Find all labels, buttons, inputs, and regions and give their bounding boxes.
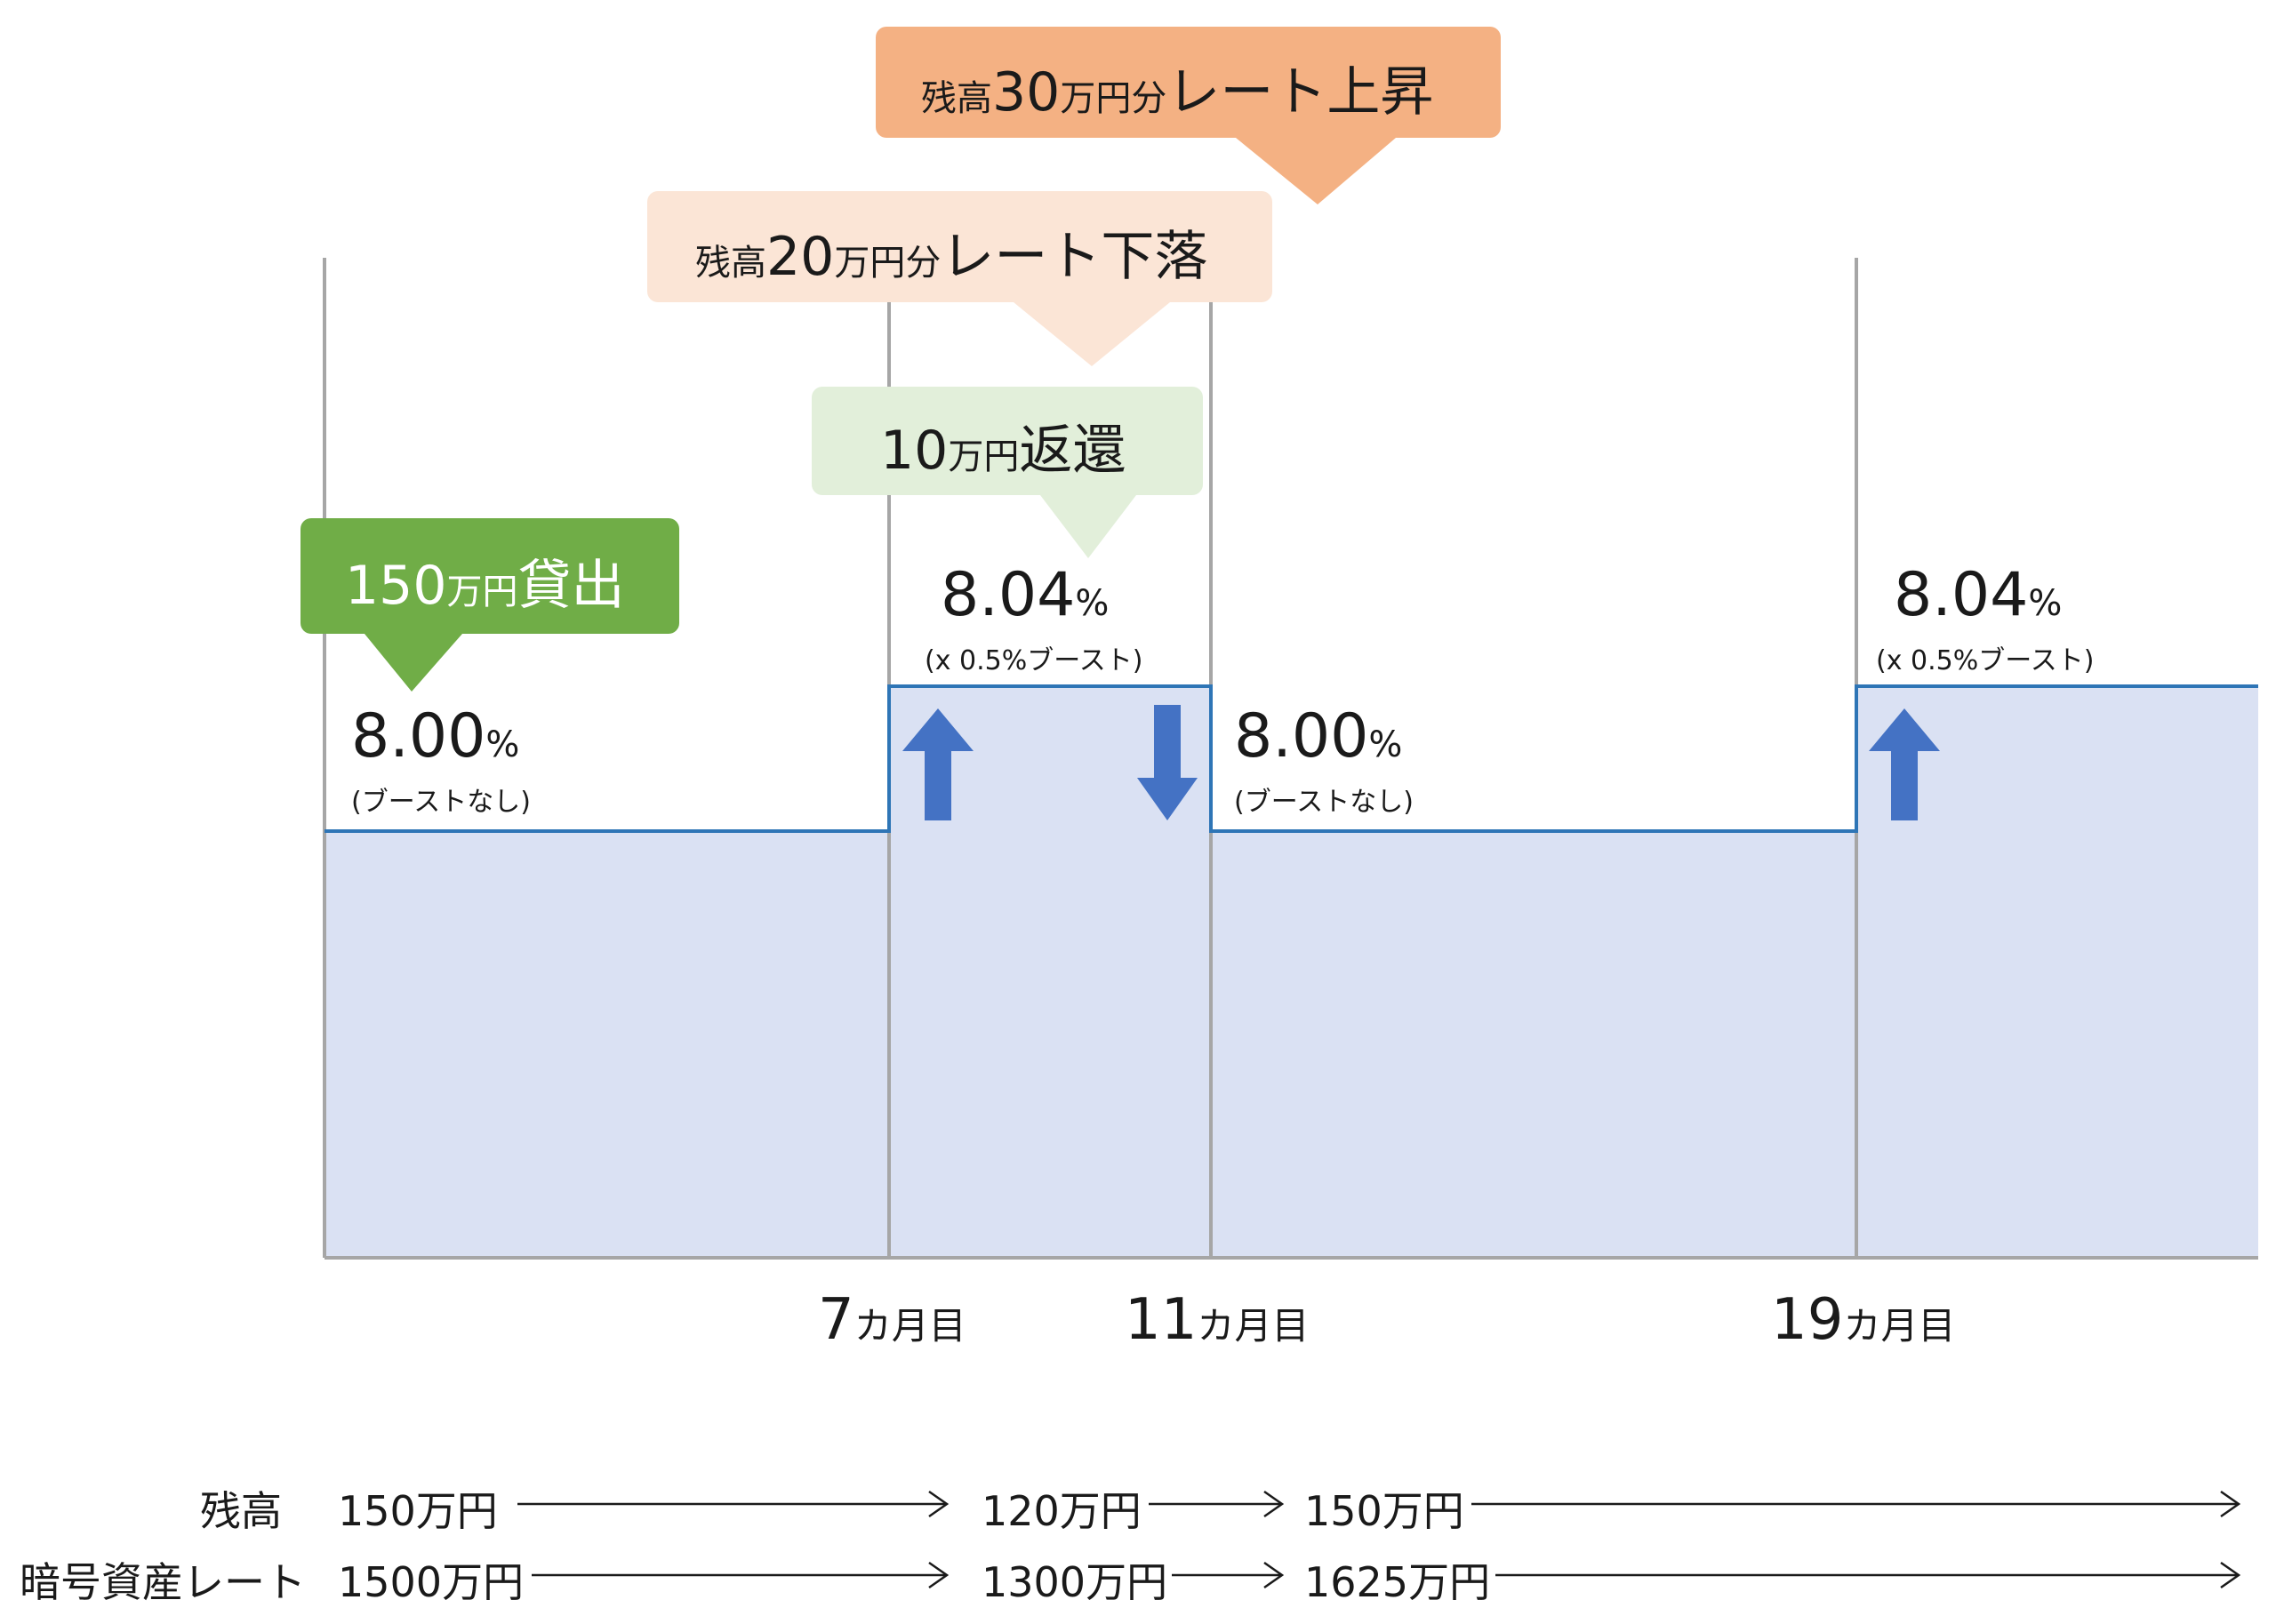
rate-label-4: 8.04% (x 0.5%ブースト) bbox=[1876, 565, 2094, 677]
callout-repay-bubble bbox=[812, 387, 1203, 558]
rate-value: 8.00 bbox=[351, 701, 486, 772]
rate-label-3: 8.00% (ブーストなし) bbox=[1234, 707, 1414, 819]
callout-label: レート下落 bbox=[941, 226, 1208, 288]
month-unit: カ月目 bbox=[1843, 1304, 1956, 1348]
callout-repay-text: 10万円返還 bbox=[880, 407, 1126, 484]
rate-unit: % bbox=[2028, 583, 2063, 624]
month-number: 7 bbox=[818, 1287, 854, 1353]
callout-rate-down-bubble bbox=[647, 191, 1272, 366]
row-label-balance: 残高 bbox=[200, 1487, 282, 1535]
rate-up-arrow-icon bbox=[1869, 708, 1940, 820]
callout-number: 10 bbox=[880, 420, 949, 482]
month-label-11: 11カ月目 bbox=[1125, 1287, 1309, 1353]
crypto-rate-value-1: 1500万円 bbox=[338, 1558, 525, 1606]
crypto-rate-value-2: 1300万円 bbox=[982, 1558, 1168, 1606]
rate-label-2: 8.04% (x 0.5%ブースト) bbox=[925, 565, 1142, 677]
balance-arrow-row bbox=[517, 1490, 2241, 1518]
month-unit: カ月目 bbox=[854, 1304, 966, 1348]
month-number: 11 bbox=[1125, 1287, 1198, 1353]
callout-prefix: 残高 bbox=[921, 78, 992, 119]
callout-rate-down-text: 残高20万円分レート下落 bbox=[695, 213, 1207, 291]
rate-value: 8.00 bbox=[1234, 701, 1369, 772]
rate-note: (ブーストなし) bbox=[1234, 787, 1414, 818]
rate-note: (ブーストなし) bbox=[351, 787, 531, 818]
rate-up-arrow-icon bbox=[902, 708, 974, 820]
callout-number: 30 bbox=[992, 61, 1061, 124]
month-label-19: 19カ月目 bbox=[1771, 1287, 1955, 1353]
callout-unit: 万円分 bbox=[834, 243, 942, 284]
rate-note: (x 0.5%ブースト) bbox=[1876, 645, 2095, 676]
balance-fill-area bbox=[325, 686, 2258, 1258]
crypto-rate-arrow-row bbox=[532, 1561, 2241, 1589]
month-number: 19 bbox=[1771, 1287, 1844, 1353]
callout-unit: 万円 bbox=[446, 572, 518, 612]
month-label-7: 7カ月目 bbox=[818, 1287, 966, 1353]
callout-loan-text: 150万円貸出 bbox=[345, 542, 625, 620]
callout-label: レート上昇 bbox=[1166, 61, 1434, 124]
rate-down-arrow-icon bbox=[1137, 705, 1198, 820]
callout-rate-up-text: 残高30万円分レート上昇 bbox=[921, 49, 1433, 126]
callout-prefix: 残高 bbox=[695, 243, 766, 284]
balance-value-3: 150万円 bbox=[1304, 1487, 1464, 1535]
rate-unit: % bbox=[1075, 583, 1110, 624]
rate-unit: % bbox=[485, 724, 520, 765]
callout-label: 貸出 bbox=[517, 555, 625, 617]
callout-rate-up-bubble bbox=[876, 27, 1501, 204]
callout-unit: 万円分 bbox=[1060, 78, 1167, 119]
rate-label-1: 8.00% (ブーストなし) bbox=[351, 707, 531, 819]
callout-number: 150 bbox=[345, 555, 447, 617]
balance-value-2: 120万円 bbox=[982, 1487, 1142, 1535]
crypto-rate-value-3: 1625万円 bbox=[1304, 1558, 1491, 1606]
callout-loan-bubble bbox=[301, 518, 679, 692]
rate-note: (x 0.5%ブースト) bbox=[925, 645, 1143, 676]
month-unit: カ月目 bbox=[1197, 1304, 1310, 1348]
callout-label: 返還 bbox=[1019, 420, 1126, 482]
rate-unit: % bbox=[1368, 724, 1403, 765]
rate-value: 8.04 bbox=[1894, 560, 2029, 630]
row-label-crypto-rate: 暗号資産レート bbox=[20, 1558, 306, 1606]
rate-value: 8.04 bbox=[941, 560, 1076, 630]
rate-step-line bbox=[325, 684, 2258, 833]
callout-unit: 万円 bbox=[948, 436, 1020, 477]
balance-value-1: 150万円 bbox=[338, 1487, 498, 1535]
callout-number: 20 bbox=[766, 226, 835, 288]
